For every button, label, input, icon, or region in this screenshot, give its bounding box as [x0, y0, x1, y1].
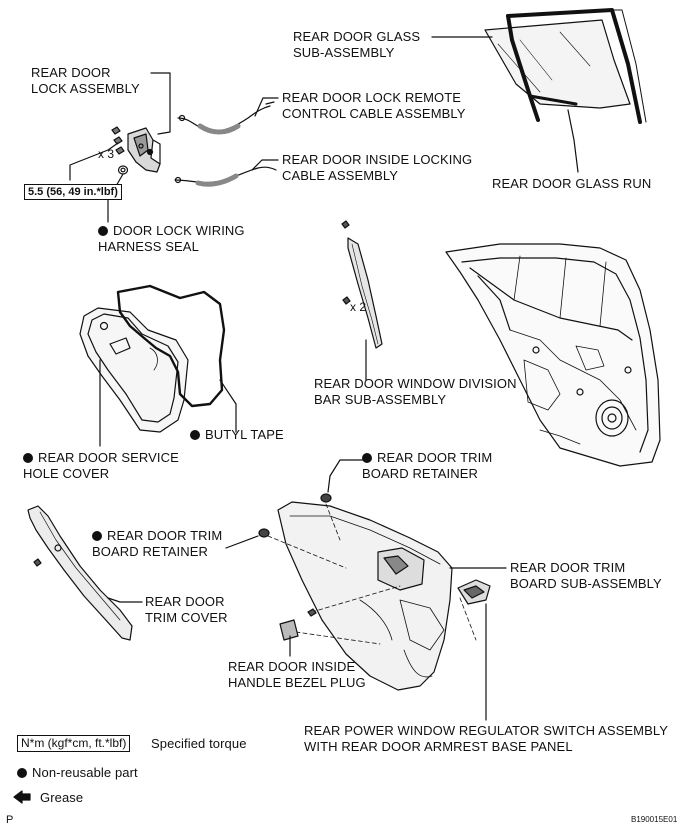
trim-board-retainer-left-text: REAR DOOR TRIM BOARD RETAINER — [92, 528, 223, 559]
trim-cover-part — [27, 505, 133, 641]
window-division-bar-part — [341, 220, 383, 349]
label-trim-board-retainer-upper: REAR DOOR TRIM BOARD RETAINER — [362, 450, 492, 482]
wiring-harness-seal-text: DOOR LOCK WIRING HARNESS SEAL — [98, 223, 245, 254]
lock-screws-part — [111, 126, 125, 155]
trim-board-retainer-upper-text: REAR DOOR TRIM BOARD RETAINER — [362, 450, 493, 481]
non-reusable-dot-icon — [23, 453, 33, 463]
label-rear-door-lock-assembly: REAR DOOR LOCK ASSEMBLY — [31, 65, 140, 96]
retainer-upper-leader-line — [327, 459, 365, 493]
torque-spec-box: 5.5 (56, 49 in.*lbf) — [24, 184, 122, 200]
trim-screw-part — [307, 608, 317, 617]
multiplier-lock-screws: x 3 — [98, 147, 115, 161]
label-glass-run: REAR DOOR GLASS RUN — [492, 176, 652, 191]
label-butyl-tape: BUTYL TAPE — [190, 427, 284, 443]
non-reusable-dot-icon — [92, 531, 102, 541]
retainer-left-part — [258, 528, 270, 538]
harness-seal-leader-line — [107, 173, 124, 223]
label-wiring-harness-seal: DOOR LOCK WIRING HARNESS SEAL — [98, 223, 245, 255]
service-hole-cover-part — [79, 307, 189, 433]
legend-non-reusable-text: Non-reusable part — [32, 765, 138, 780]
legend-grease-text: Grease — [40, 790, 84, 805]
trim-board-part — [277, 501, 453, 691]
label-trim-board-retainer-left: REAR DOOR TRIM BOARD RETAINER — [92, 528, 222, 560]
label-remote-control-cable: REAR DOOR LOCK REMOTE CONTROL CABLE ASSE… — [282, 90, 466, 121]
locking-cable-leader-line — [251, 159, 279, 171]
retainer-upper-part — [320, 493, 332, 503]
service-hole-cover-text: REAR DOOR SERVICE HOLE COVER — [23, 450, 179, 481]
trim-cover-leader-line — [107, 597, 143, 603]
glass-run-leader-line — [567, 109, 579, 173]
remote-control-cable-part — [177, 101, 275, 135]
legend-torque-box: N*m (kgf*cm, ft.*lbf) — [17, 735, 131, 752]
label-glass-sub-assembly: REAR DOOR GLASS SUB-ASSEMBLY — [293, 29, 421, 60]
non-reusable-dot-icon — [362, 453, 372, 463]
legend-torque-text: Specified torque — [151, 736, 247, 751]
remote-cable-leader-line — [254, 97, 279, 117]
filled-circle-icon — [17, 768, 27, 778]
retainer-left-leader-line — [225, 535, 259, 549]
switch-assembly-part — [457, 579, 491, 605]
assembly-dashed-lines — [267, 503, 477, 645]
label-inside-locking-cable: REAR DOOR INSIDE LOCKING CABLE ASSEMBLY — [282, 152, 473, 183]
butyl-tape-leader-line — [219, 379, 237, 433]
label-handle-bezel-plug: REAR DOOR INSIDE HANDLE BEZEL PLUG — [228, 659, 366, 690]
glass-run-part — [506, 8, 647, 124]
harness-seal-part — [117, 165, 129, 175]
label-trim-cover: REAR DOOR TRIM COVER — [145, 594, 228, 625]
butyl-tape-part — [116, 284, 226, 408]
rear-door-shell-part — [445, 243, 661, 467]
legend-non-reusable: Non-reusable part — [17, 765, 138, 781]
figure-id: B190015E01 — [631, 815, 678, 824]
corner-letter: P — [6, 814, 14, 826]
multiplier-division-bar-screws: x 2 — [350, 300, 367, 314]
non-reusable-dot-icon — [190, 430, 200, 440]
label-service-hole-cover: REAR DOOR SERVICE HOLE COVER — [23, 450, 179, 482]
non-reusable-dot-icon — [98, 226, 108, 236]
torque-leader-line — [69, 142, 119, 181]
lock-leader-line — [150, 72, 171, 135]
label-window-division-bar: REAR DOOR WINDOW DIVISION BAR SUB-ASSEMB… — [314, 376, 517, 407]
door-lock-assembly-part — [127, 127, 161, 173]
bezel-plug-part — [279, 619, 299, 641]
inside-locking-cable-part — [174, 166, 277, 187]
rear-door-glass-part — [484, 19, 631, 109]
grease-arrow-icon — [13, 790, 31, 804]
butyl-tape-text: BUTYL TAPE — [205, 427, 284, 442]
label-power-window-switch: REAR POWER WINDOW REGULATOR SWITCH ASSEM… — [304, 723, 669, 754]
label-trim-board-sub-assembly: REAR DOOR TRIM BOARD SUB-ASSEMBLY — [510, 560, 662, 591]
